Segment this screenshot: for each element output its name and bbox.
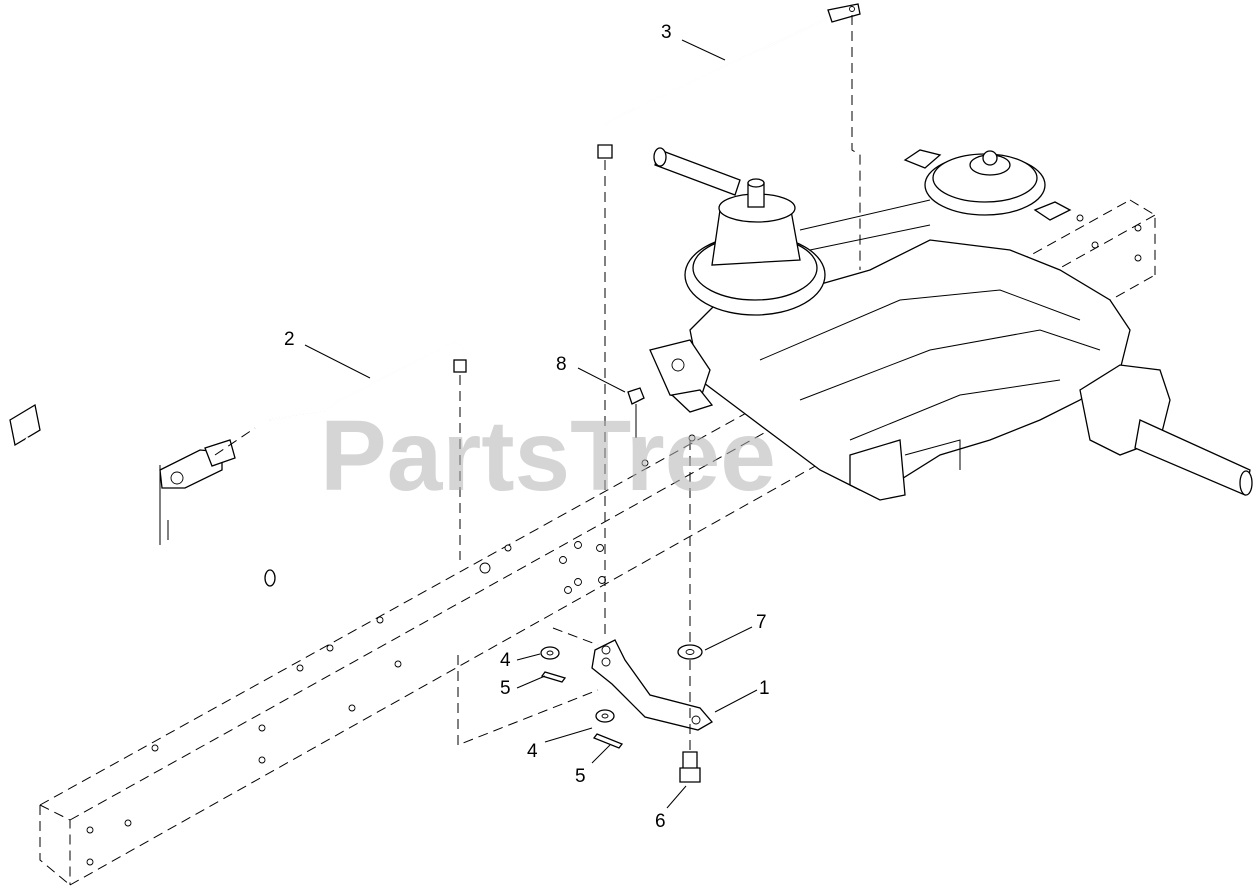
assembly-lines: [214, 15, 861, 750]
callout-7: 7: [756, 612, 767, 633]
callout-2: 2: [284, 329, 295, 350]
transaxle-assembly: [649, 147, 1253, 501]
callout-3: 3: [661, 22, 672, 43]
part-1-link-bracket: [591, 639, 714, 731]
callout-8: 8: [556, 354, 567, 375]
callout-5-lower: 5: [575, 766, 586, 787]
watermark: PartsTree: [320, 400, 776, 512]
callout-4-lower: 4: [527, 741, 538, 762]
pedal-shaft: [9, 403, 276, 587]
leader-lines: [304, 39, 758, 809]
part-3-control-rod: [597, 3, 861, 159]
part-2-shift-rod: [159, 340, 467, 489]
callout-4-upper: 4: [500, 650, 511, 671]
callout-1: 1: [759, 678, 770, 699]
hardware: [540, 387, 703, 783]
callout-6: 6: [655, 811, 666, 832]
callout-5-upper: 5: [500, 678, 511, 699]
